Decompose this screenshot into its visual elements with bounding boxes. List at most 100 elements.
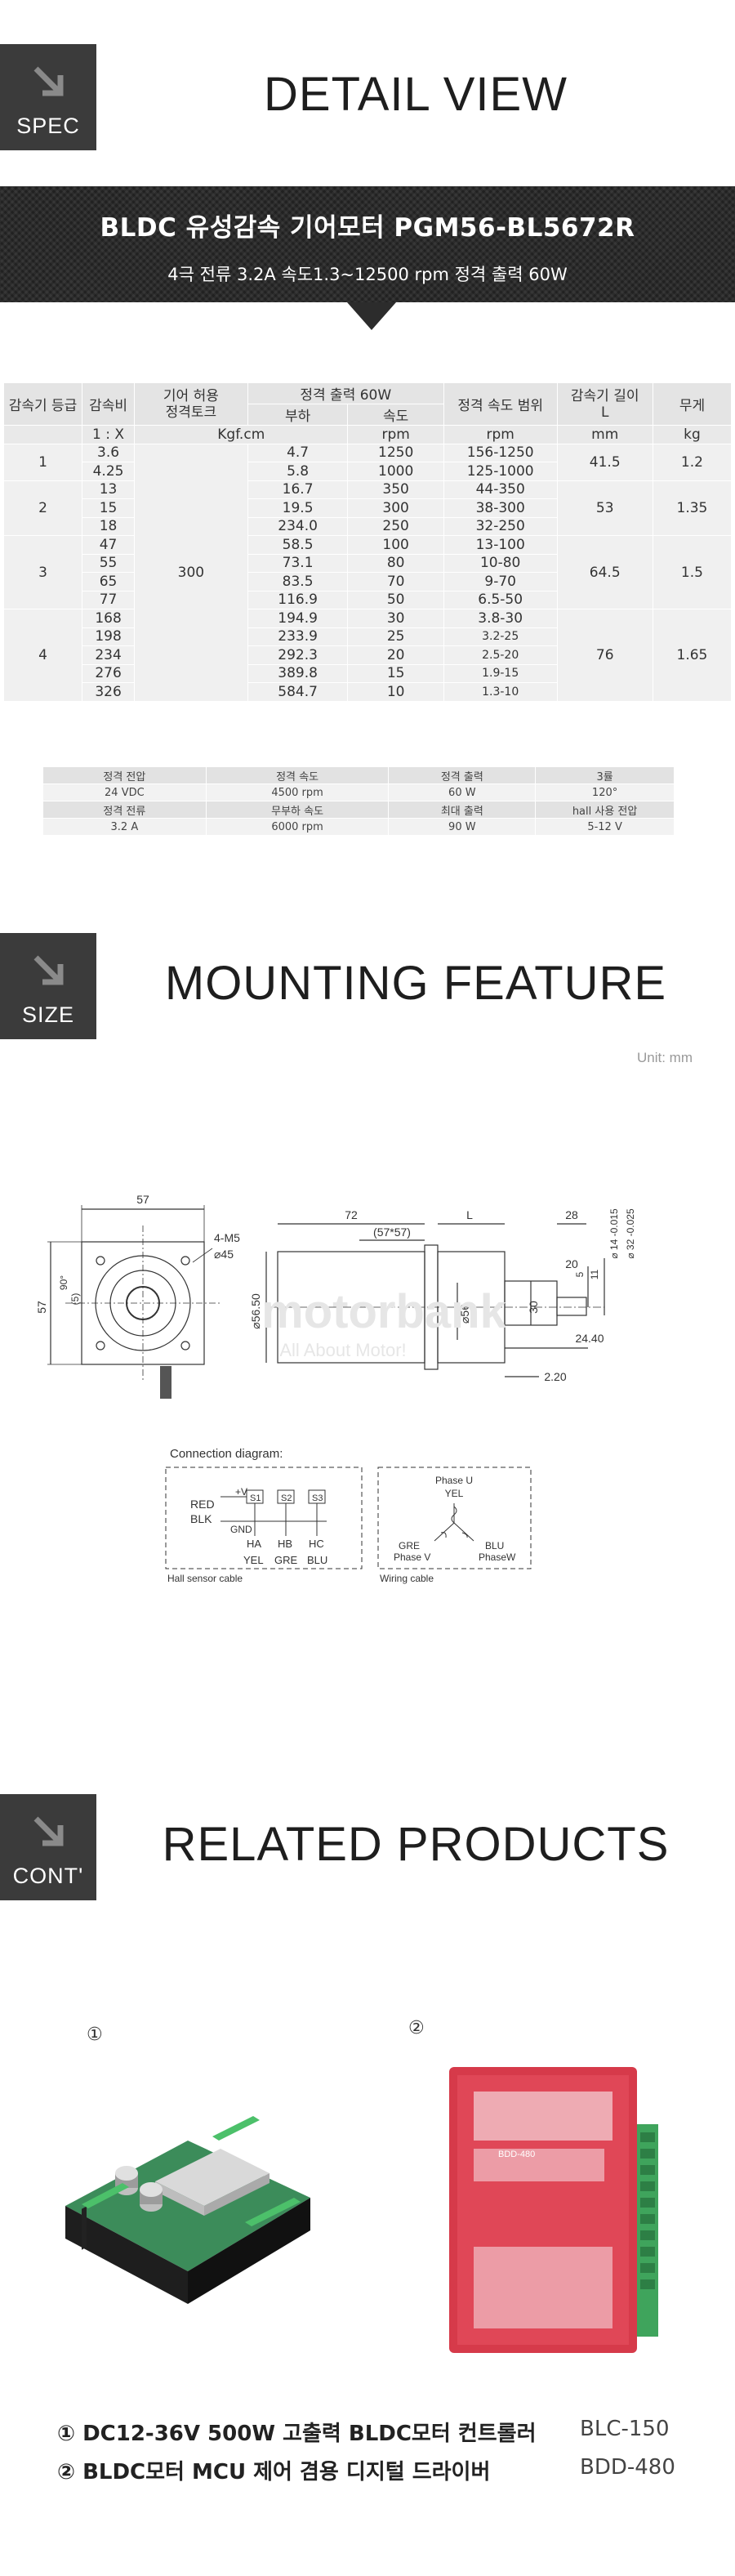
mount-hole (180, 1341, 190, 1351)
table-row: 3.2 A 6000 rpm 90 W 5-12 V (42, 818, 675, 836)
label-s3: S3 (312, 1493, 323, 1503)
section-title: DETAIL VIEW (264, 68, 568, 121)
arrow-down-right-icon (33, 1816, 64, 1846)
dim-2-20: 2.20 (544, 1370, 566, 1383)
unit-speed: rpm (347, 425, 444, 444)
caption-model: BLC-150 (580, 2417, 670, 2441)
wiring-box (377, 1467, 532, 1569)
banner-pointer (347, 302, 396, 330)
label-yel: YEL (243, 1554, 264, 1566)
dim-24-40: 24.40 (575, 1332, 604, 1345)
label-plus-v: +V (235, 1486, 247, 1498)
product-number-1: ① (87, 2025, 103, 2045)
label-gre: GRE (274, 1554, 298, 1566)
label-phase-v: Phase V (394, 1551, 430, 1563)
dim-57x57: (57*57) (373, 1225, 411, 1239)
dim-phi14: ⌀ 14 -0.015 (608, 1208, 620, 1259)
table-row: 276 389.8 15 1.9-15 (4, 663, 732, 683)
table-row: 18 234.0 250 32-250 (4, 516, 732, 536)
side-shaft (556, 1297, 587, 1316)
table-row: 정격 전압 정격 속도 정격 출력 3률 (42, 766, 675, 784)
dim-4m5: 4-M5 (214, 1231, 240, 1244)
header-rated: 정격 출력 60W (247, 382, 444, 404)
hall-sensor-box (165, 1467, 363, 1569)
mounting-drawing: 57 57 90° (5) 4-M5 ⌀45 72 L 28 (57*57) 2… (35, 1193, 636, 1584)
allowed-torque: 300 (134, 443, 248, 702)
caption-text: ① DC12-36V 500W 고출력 BLDC모터 컨트롤러 (57, 2422, 537, 2446)
section-header-spec: SPEC DETAIL VIEW (0, 44, 735, 150)
section-title: RELATED PRODUCTS (162, 1818, 670, 1871)
section-badge-label: SIZE (21, 1002, 74, 1027)
arrow-down-right-icon (33, 955, 64, 985)
label-gnd: GND (230, 1524, 252, 1535)
section-badge-label: SPEC (16, 114, 80, 138)
unit-length: mm (556, 425, 653, 444)
header-ratio: 감속비 (82, 382, 136, 426)
spec-table: 감속기 등급 감속비 기어 허용 정격토크 정격 출력 60W 정격 속도 범위… (2, 382, 733, 702)
caption-text: ② BLDC모터 MCU 제어 겸용 디지털 드라이버 (57, 2460, 491, 2484)
arrow-down-right-icon (33, 66, 64, 96)
product-label: BDD-480 (498, 2150, 535, 2159)
dim-57-vertical: 57 (35, 1301, 48, 1314)
caption-model: BDD-480 (580, 2455, 675, 2480)
table-row: 234 292.3 20 2.5-20 (4, 645, 732, 665)
banner-subtitle: 4극 전류 3.2A 속도1.3~12500 rpm 정격 출력 60W (167, 265, 568, 284)
dim-11: 11 (589, 1269, 600, 1279)
product-image-bdd-480: BDD-480 (449, 2067, 658, 2353)
table-row: 4 168 194.9 30 3.8-30 76 1.65 (2, 609, 733, 702)
label-s1: S1 (250, 1493, 261, 1503)
section-badge-label: CONT' (12, 1864, 84, 1888)
table-row: 24 VDC 4500 rpm 60 W 120° (42, 784, 675, 801)
dim-5b: 5 (574, 1271, 586, 1277)
label-ha: HA (247, 1538, 261, 1550)
mount-hole (180, 1256, 190, 1266)
label-phase-v-color: GRE (399, 1540, 420, 1551)
unit-torque: Kgf.cm (134, 425, 349, 444)
product-number-2: ② (408, 2018, 425, 2038)
section-header-related: CONT' RELATED PRODUCTS (0, 1794, 735, 1900)
label-hb: HB (278, 1538, 292, 1550)
section-badge-spec: SPEC (0, 44, 96, 150)
dim-90deg: 90° (58, 1275, 69, 1290)
table-row: 4.25 5.8 1000 125-1000 (4, 462, 732, 481)
connection-diagram-title: Connection diagram: (170, 1447, 283, 1461)
dim-phi56: ⌀56 (458, 1304, 471, 1324)
label-phase-u: Phase U (435, 1475, 473, 1486)
dim-5: (5) (69, 1293, 81, 1306)
label-blk: BLK (190, 1512, 212, 1525)
table-row: 1 3.6 300 4.7 1250 156-1250 41.5 1.2 (2, 443, 733, 702)
table-row: 77 116.9 50 6.5-50 (4, 590, 732, 609)
header-weight: 무게 (652, 382, 733, 426)
table-row: 65 83.5 70 9-70 (4, 572, 732, 592)
dim-L: L (466, 1208, 473, 1221)
unit-label: Unit: mm (637, 1050, 693, 1065)
product-caption-2: ② BLDC모터 MCU 제어 겸용 디지털 드라이버 BDD-480 (0, 2455, 735, 2484)
product-banner: BLDC 유성감속 기어모터 PGM56-BL5672R 4극 전류 3.2A … (0, 186, 735, 302)
product-caption-1: ① DC12-36V 500W 고출력 BLDC모터 컨트롤러 BLC-150 (0, 2417, 735, 2446)
label-s2: S2 (281, 1493, 292, 1503)
dim-28: 28 (565, 1208, 578, 1221)
unit-range: rpm (443, 425, 558, 444)
label-wiring-cable: Wiring cable (380, 1573, 434, 1584)
table-row: 198 233.9 25 3.2-25 (4, 627, 732, 646)
table-row: 3 47 58.5 100 13-100 64.5 1.5 (2, 535, 733, 609)
label-hall-sensor-cable: Hall sensor cable (167, 1573, 243, 1584)
dim-72: 72 (345, 1208, 358, 1221)
table-row: 2 13 16.7 350 44-350 53 1.35 (2, 480, 733, 536)
banner-title: BLDC 유성감속 기어모터 PGM56-BL5672R (100, 213, 635, 243)
dim-phi56-50: ⌀56.50 (249, 1293, 262, 1329)
section-header-size: SIZE MOUNTING FEATURE (0, 933, 735, 1039)
header-load: 부하 (247, 404, 349, 426)
front-cable-stub (160, 1366, 172, 1399)
dim-phi32: ⌀ 32 -0.025 (625, 1208, 636, 1259)
watermark: motorbank (261, 1285, 506, 1338)
dim-20: 20 (565, 1257, 578, 1270)
unit-ratio: 1 : X (82, 425, 136, 444)
dim-phi45: ⌀45 (214, 1248, 234, 1261)
watermark-subtitle: All About Motor! (279, 1340, 406, 1360)
dim-30: 30 (527, 1301, 540, 1314)
label-hc: HC (309, 1538, 324, 1550)
table-row: 326 584.7 10 1.3-10 (4, 682, 732, 702)
section-title: MOUNTING FEATURE (164, 957, 667, 1010)
mount-hole (96, 1341, 105, 1351)
